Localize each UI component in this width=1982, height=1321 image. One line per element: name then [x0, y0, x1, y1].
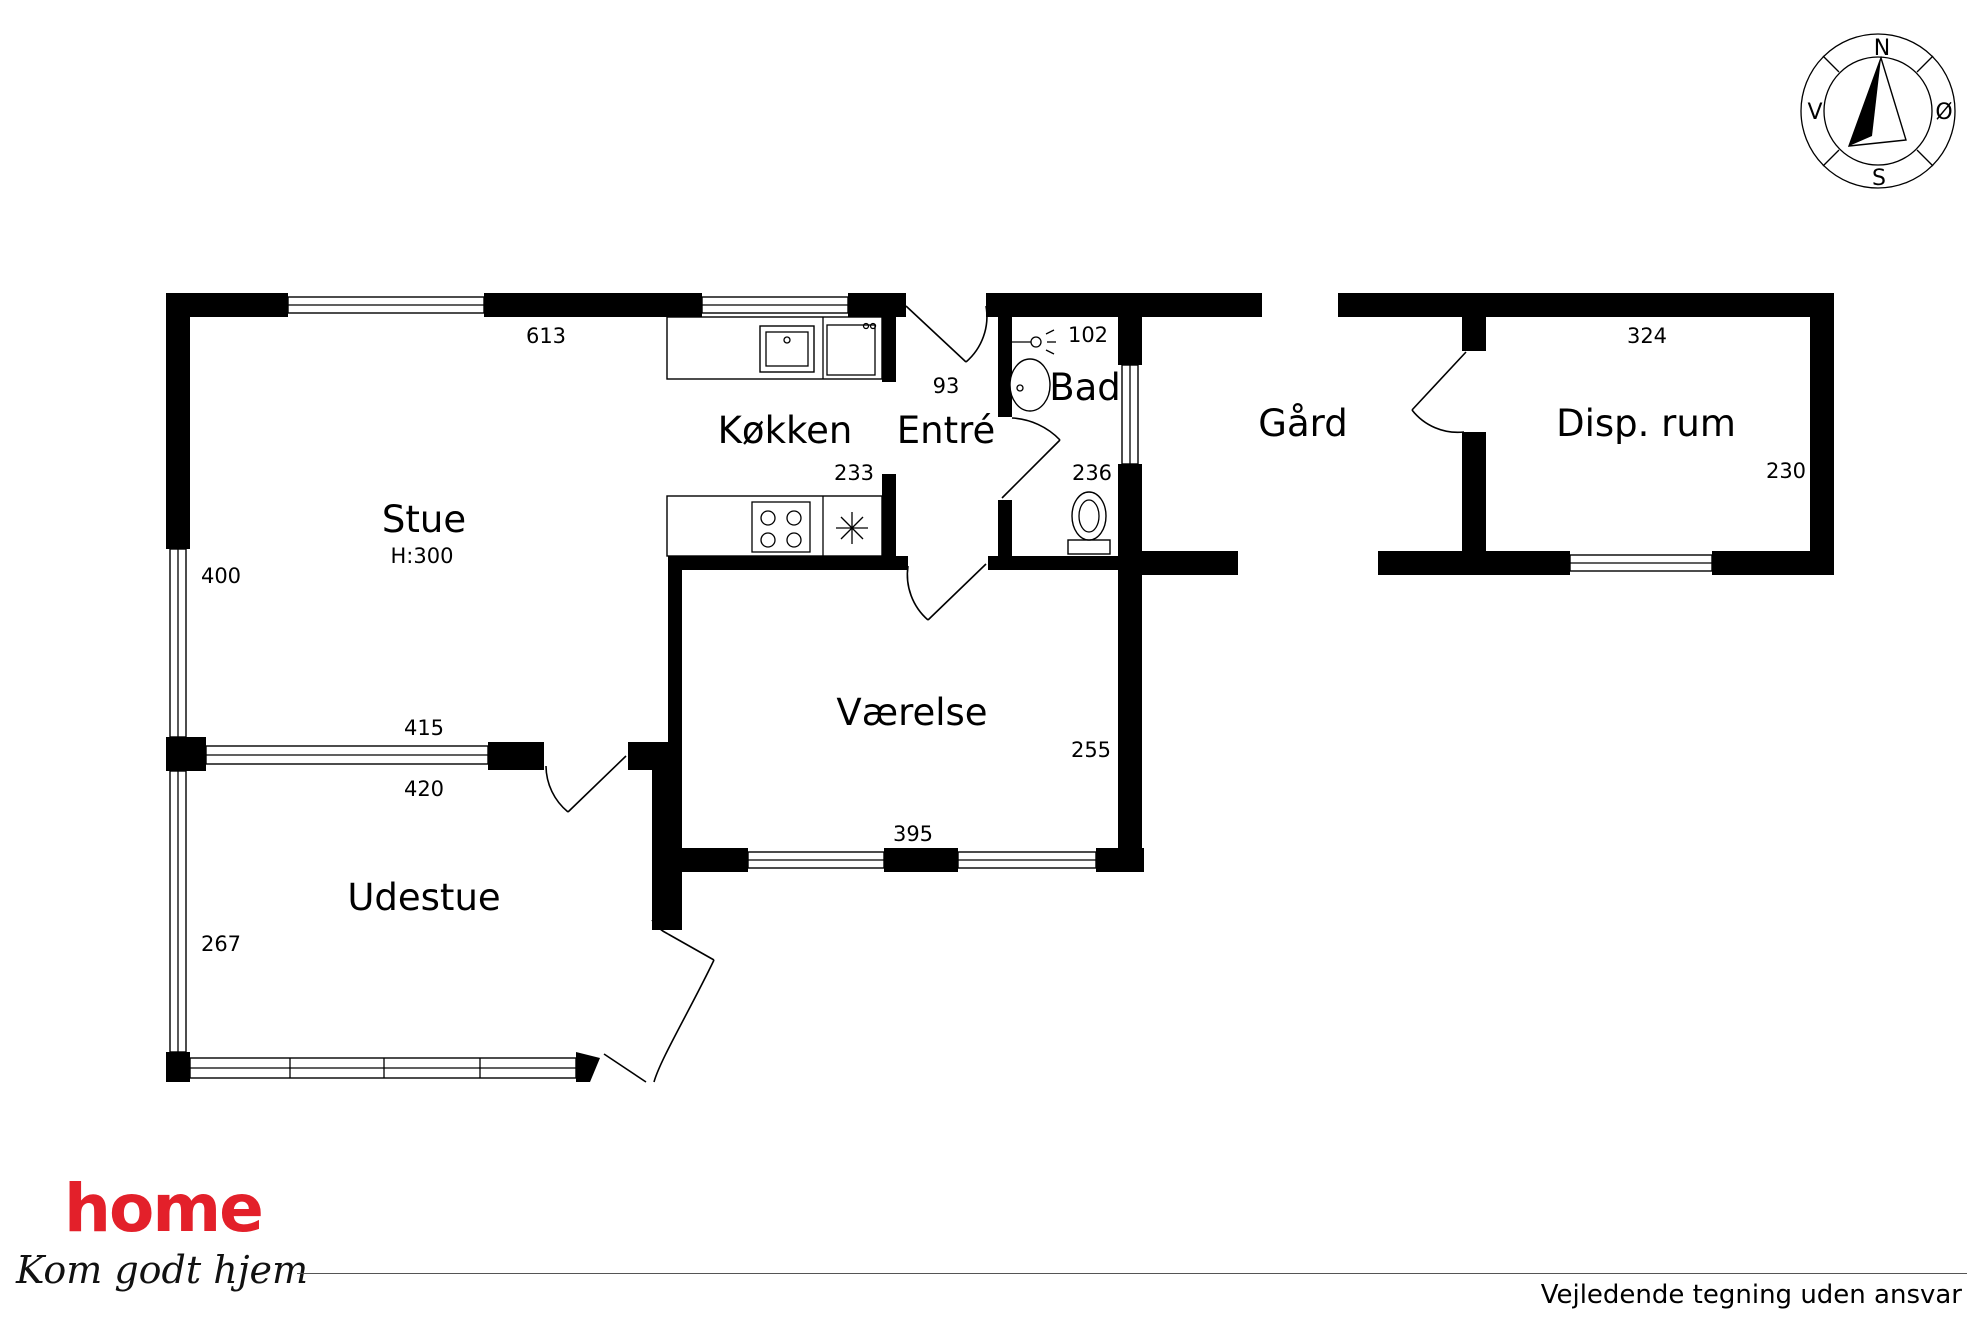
- dim-entre-width: 93: [933, 374, 960, 398]
- dim-stue-top: 613: [526, 324, 566, 348]
- dim-udestue-left: 267: [201, 932, 241, 956]
- kitchen-counter-bottom: [666, 495, 883, 557]
- compass-north: N: [1874, 36, 1890, 61]
- dishwasher-icon: [826, 324, 876, 376]
- room-label-bad: Bad: [1049, 366, 1121, 409]
- room-label-kokken: Køkken: [718, 409, 853, 452]
- footer-disclaimer: Vejledende tegning uden ansvar: [1540, 1280, 1962, 1310]
- dim-udestue-top: 420: [404, 777, 444, 801]
- room-label-entre: Entré: [897, 409, 996, 452]
- compass-south: S: [1872, 166, 1886, 191]
- compass-needle-dark: [1849, 58, 1881, 146]
- brand-tagline: Kom godt hjem: [16, 1248, 309, 1292]
- kitchen-fixtures: [666, 316, 883, 557]
- walls: [166, 293, 1834, 1082]
- sink-basin-icon: [1009, 358, 1051, 412]
- dim-kokken-depth: 233: [834, 461, 874, 485]
- footer-divider: [297, 1273, 1967, 1274]
- freezer-snowflake-icon: [836, 512, 868, 544]
- windows: [169, 296, 1713, 1079]
- stove-icon: [751, 501, 811, 553]
- dimension-labels: 613 400 415 233 93 102 236 324 230 395 2…: [201, 323, 1806, 956]
- room-label-udestue: Udestue: [347, 876, 500, 919]
- dim-stue-bottom: 415: [404, 716, 444, 740]
- compass-west: V: [1807, 100, 1822, 125]
- room-label-vaerelse: Værelse: [836, 691, 987, 734]
- dim-vaerelse-right: 255: [1071, 738, 1111, 762]
- dim-stue-left: 400: [201, 564, 241, 588]
- dim-bad-top: 102: [1068, 323, 1108, 347]
- room-label-stue: Stue: [382, 498, 466, 541]
- toilet-icon: [1067, 491, 1111, 555]
- room-label-gard: Gård: [1258, 402, 1347, 445]
- compass-rose: N S V Ø: [1800, 33, 1956, 191]
- sink-icon: [759, 325, 815, 373]
- shower-icon: [1012, 329, 1056, 355]
- brand-logo: home Kom godt hjem: [16, 1170, 308, 1320]
- compass-east: Ø: [1935, 100, 1952, 125]
- brand-name: home: [64, 1170, 264, 1247]
- dim-disp-right: 230: [1766, 459, 1806, 483]
- doors: [545, 305, 1467, 1083]
- room-labels: Stue H:300 Køkken Entré Bad Gård Disp. r…: [347, 366, 1736, 919]
- dim-vaerelse-bottom: 395: [893, 822, 933, 846]
- bathroom-fixtures: [1009, 329, 1111, 555]
- room-label-disp-rum: Disp. rum: [1556, 402, 1736, 445]
- room-height-stue: H:300: [391, 544, 454, 568]
- dim-bad-side: 236: [1072, 461, 1112, 485]
- dim-disp-top: 324: [1627, 324, 1667, 348]
